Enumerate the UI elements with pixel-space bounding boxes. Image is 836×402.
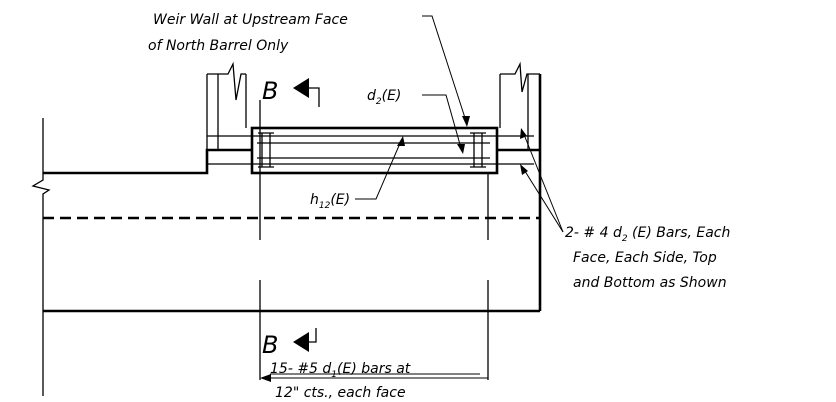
weir-wall-block	[250, 126, 499, 175]
bars-label-line2: Face, Each Side, Top	[573, 250, 717, 266]
right-wall-break-symbol	[500, 61, 540, 93]
bars-leader-upper	[522, 131, 564, 233]
section-mark-top: B	[262, 77, 278, 105]
d2-leader	[422, 94, 462, 149]
weir-label-line1: Weir Wall at Upstream Face	[153, 12, 348, 28]
weir-leader	[422, 15, 467, 122]
section-arrow-top-head	[293, 78, 309, 98]
bars-label-line3: and Bottom as Shown	[573, 275, 727, 291]
section-mark-bottom: B	[262, 331, 278, 359]
left-wall-break-symbol	[207, 61, 246, 101]
d2-label: d2(E)	[367, 88, 401, 107]
bars-leader-upper-arrow	[520, 128, 527, 139]
weir-leader-arrow	[462, 116, 470, 127]
bars-label-line1: 2- # 4 d2 (E) Bars, Each	[565, 225, 730, 244]
dimension-label-line2: 12" cts., each face	[275, 385, 406, 401]
section-arrow-bottom-tail	[309, 328, 317, 343]
weir-label-line2: of North Barrel Only	[148, 38, 289, 54]
bars-leader-lower	[522, 167, 564, 233]
stirrup-right	[470, 132, 486, 168]
h12-leader-arrow	[397, 136, 405, 146]
h12-leader	[355, 140, 402, 200]
dimension-label-line1: 15- #5 d1(E) bars at	[270, 361, 411, 380]
section-arrow-top-tail	[309, 87, 320, 107]
left-break-line	[31, 118, 51, 396]
h12-label: h12(E)	[310, 192, 350, 211]
upper-slab-outline	[43, 148, 252, 175]
bars-leader-lower-arrow	[520, 164, 528, 175]
dimension-arrow-left	[260, 374, 271, 382]
stirrup-left	[258, 132, 274, 168]
d2-leader-arrow	[457, 144, 465, 154]
section-arrow-bottom-head	[293, 332, 309, 352]
